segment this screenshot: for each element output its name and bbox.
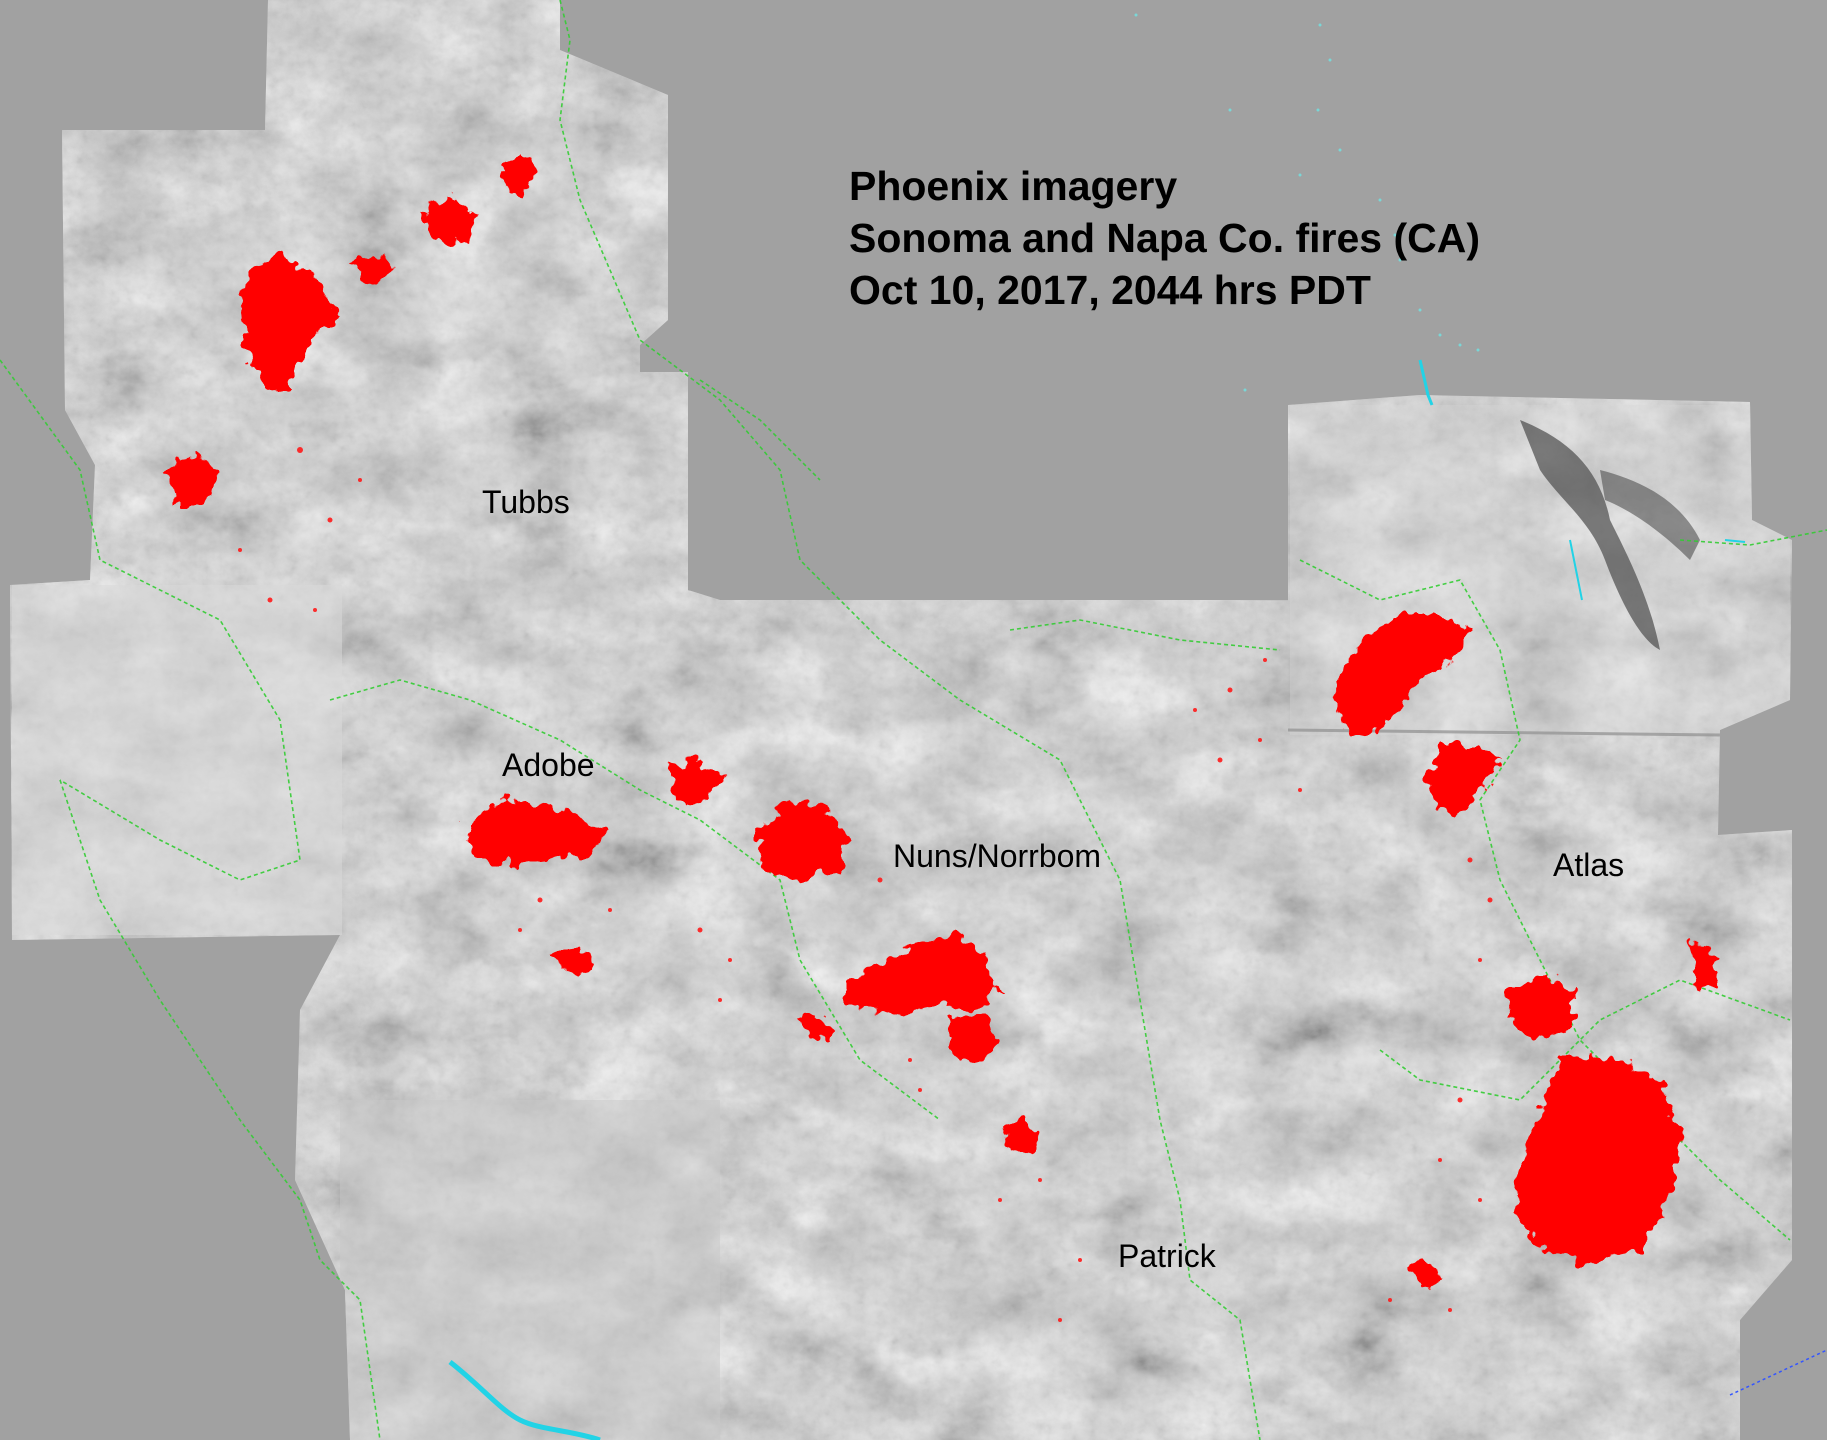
fire-area-atlas-north (1330, 615, 1470, 735)
fire-area-tubbs-north (420, 195, 475, 245)
fire-area-atlas-southwest (1412, 1258, 1440, 1288)
fire-label-patrick: Patrick (1118, 1238, 1216, 1274)
fire-area-atlas-east (1505, 975, 1575, 1040)
fire-area-patrick (1005, 1118, 1040, 1158)
fire-label-adobe: Adobe (502, 747, 595, 783)
fire-area-small-a (670, 760, 725, 810)
fire-area-adobe-south (550, 945, 595, 975)
fire-area-nuns-southwest (800, 1015, 830, 1040)
fire-label-atlas: Atlas (1553, 847, 1625, 883)
fire-speckles (238, 447, 1493, 1322)
title-line-1: Phoenix imagery (849, 163, 1178, 209)
title-line-2: Sonoma and Napa Co. fires (CA) (849, 215, 1481, 261)
fire-area-atlas-mid (1425, 745, 1500, 815)
fire-area-nuns-main (845, 935, 1000, 1015)
waterways (448, 359, 1746, 1440)
fire-area-tubbs-west (165, 455, 220, 505)
flight-track-line (1729, 1349, 1827, 1396)
fire-area-nuns-west (755, 800, 850, 880)
detection-speckles (1134, 13, 1480, 392)
fire-area-atlas-south (1515, 1055, 1680, 1265)
fire-area-atlas-east-ridge (1690, 940, 1720, 990)
fire-area-nuns-south (950, 1015, 1000, 1065)
fire-area-tubbs-ridge (350, 250, 395, 285)
map-title: Phoenix imagery Sonoma and Napa Co. fire… (849, 160, 1480, 316)
title-line-3: Oct 10, 2017, 2044 hrs PDT (849, 267, 1371, 313)
fire-perimeters (165, 150, 1720, 1288)
fire-label-nuns: Nuns/Norrbom (893, 838, 1102, 874)
fire-area-tubbs-main (240, 255, 345, 395)
fire-area-tubbs-northeast (500, 150, 535, 195)
fire-area-adobe (465, 800, 605, 865)
fire-label-tubbs: Tubbs (482, 484, 570, 520)
